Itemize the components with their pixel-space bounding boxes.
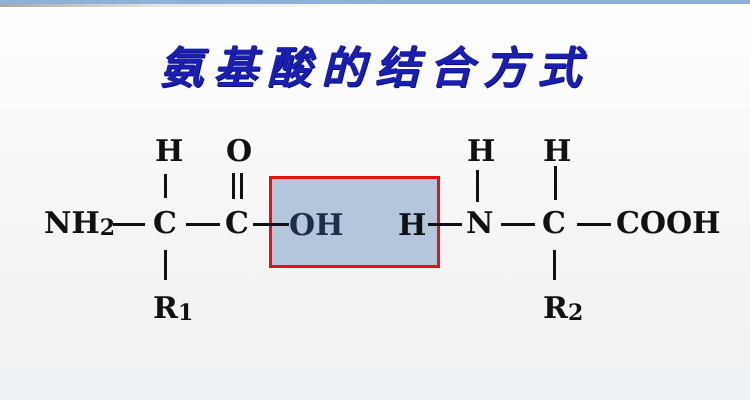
amino-nitrogen: N bbox=[466, 206, 494, 241]
alpha-h-1: H bbox=[155, 134, 184, 169]
bond-n-h bbox=[476, 170, 479, 202]
bond-c1-h bbox=[164, 174, 167, 198]
bond-c-cooh bbox=[577, 223, 611, 226]
top-accent-bar bbox=[0, 0, 750, 4]
alpha-carbon-1: C bbox=[153, 206, 177, 241]
bond-h-n bbox=[428, 223, 462, 226]
r-group-2: R2 bbox=[543, 291, 584, 327]
carbonyl-oxygen: O bbox=[226, 134, 253, 169]
alpha-h-2: H bbox=[543, 134, 572, 169]
slide-title: 氨基酸的结合方式 bbox=[159, 43, 591, 94]
carbonyl-carbon: C bbox=[225, 206, 249, 241]
amino-hydrogen-removed: H bbox=[398, 208, 427, 243]
amino-hydrogen-top: H bbox=[467, 134, 496, 169]
bond-c-oh bbox=[253, 223, 289, 226]
bond-c-r2 bbox=[553, 250, 556, 280]
dehydration-highlight-box bbox=[269, 176, 440, 268]
double-bond-right bbox=[240, 173, 243, 199]
hydroxyl-group: OH bbox=[289, 208, 344, 243]
carboxyl-group: COOH bbox=[616, 206, 721, 241]
double-bond-left bbox=[232, 173, 235, 199]
bond-n-c bbox=[501, 223, 535, 226]
bond-n-c1 bbox=[113, 223, 145, 226]
top-bar-shadow bbox=[0, 4, 400, 7]
r-group-1: R1 bbox=[153, 291, 194, 327]
bond-c-h-2 bbox=[554, 166, 557, 200]
bond-c1-c2 bbox=[186, 223, 220, 226]
amino-group-1: NH2 bbox=[44, 206, 116, 242]
alpha-carbon-2: C bbox=[542, 206, 566, 241]
bond-c1-r1 bbox=[164, 250, 167, 280]
